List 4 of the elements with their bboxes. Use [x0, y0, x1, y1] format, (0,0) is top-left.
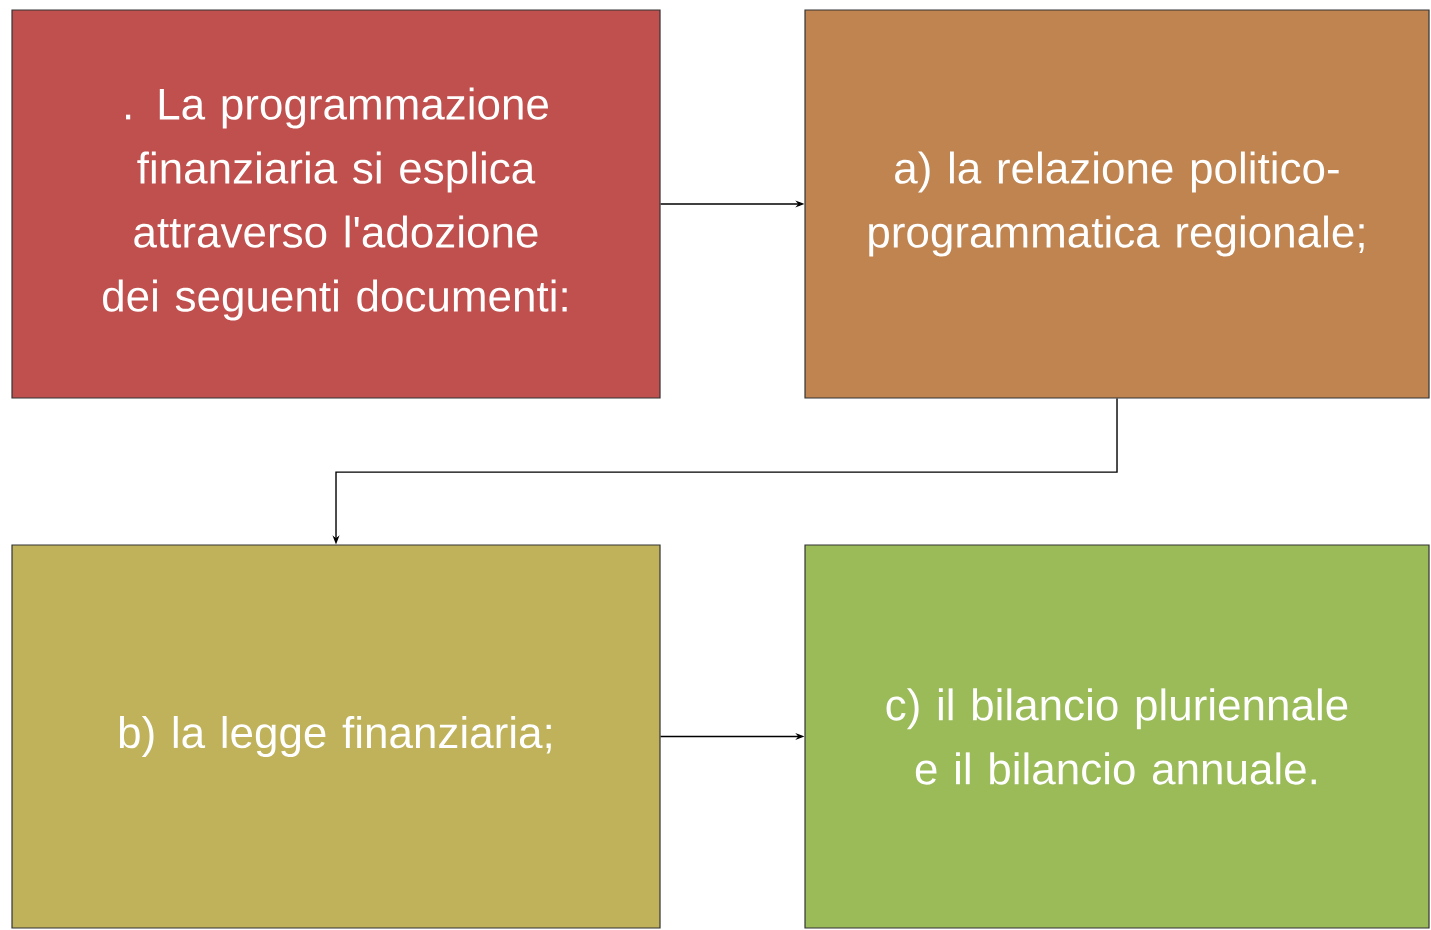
- text-box: b) la legge finanziaria;: [11, 544, 661, 929]
- text-box: . La programmazione finanziaria si esplica attraverso l'adozione dei seguenti documenti:: [11, 9, 661, 399]
- text-box: c) il bilancio pluriennale e il bilancio annuale.: [804, 544, 1430, 929]
- text-box: a) la relazione politico-programmatica regionale;: [804, 9, 1430, 399]
